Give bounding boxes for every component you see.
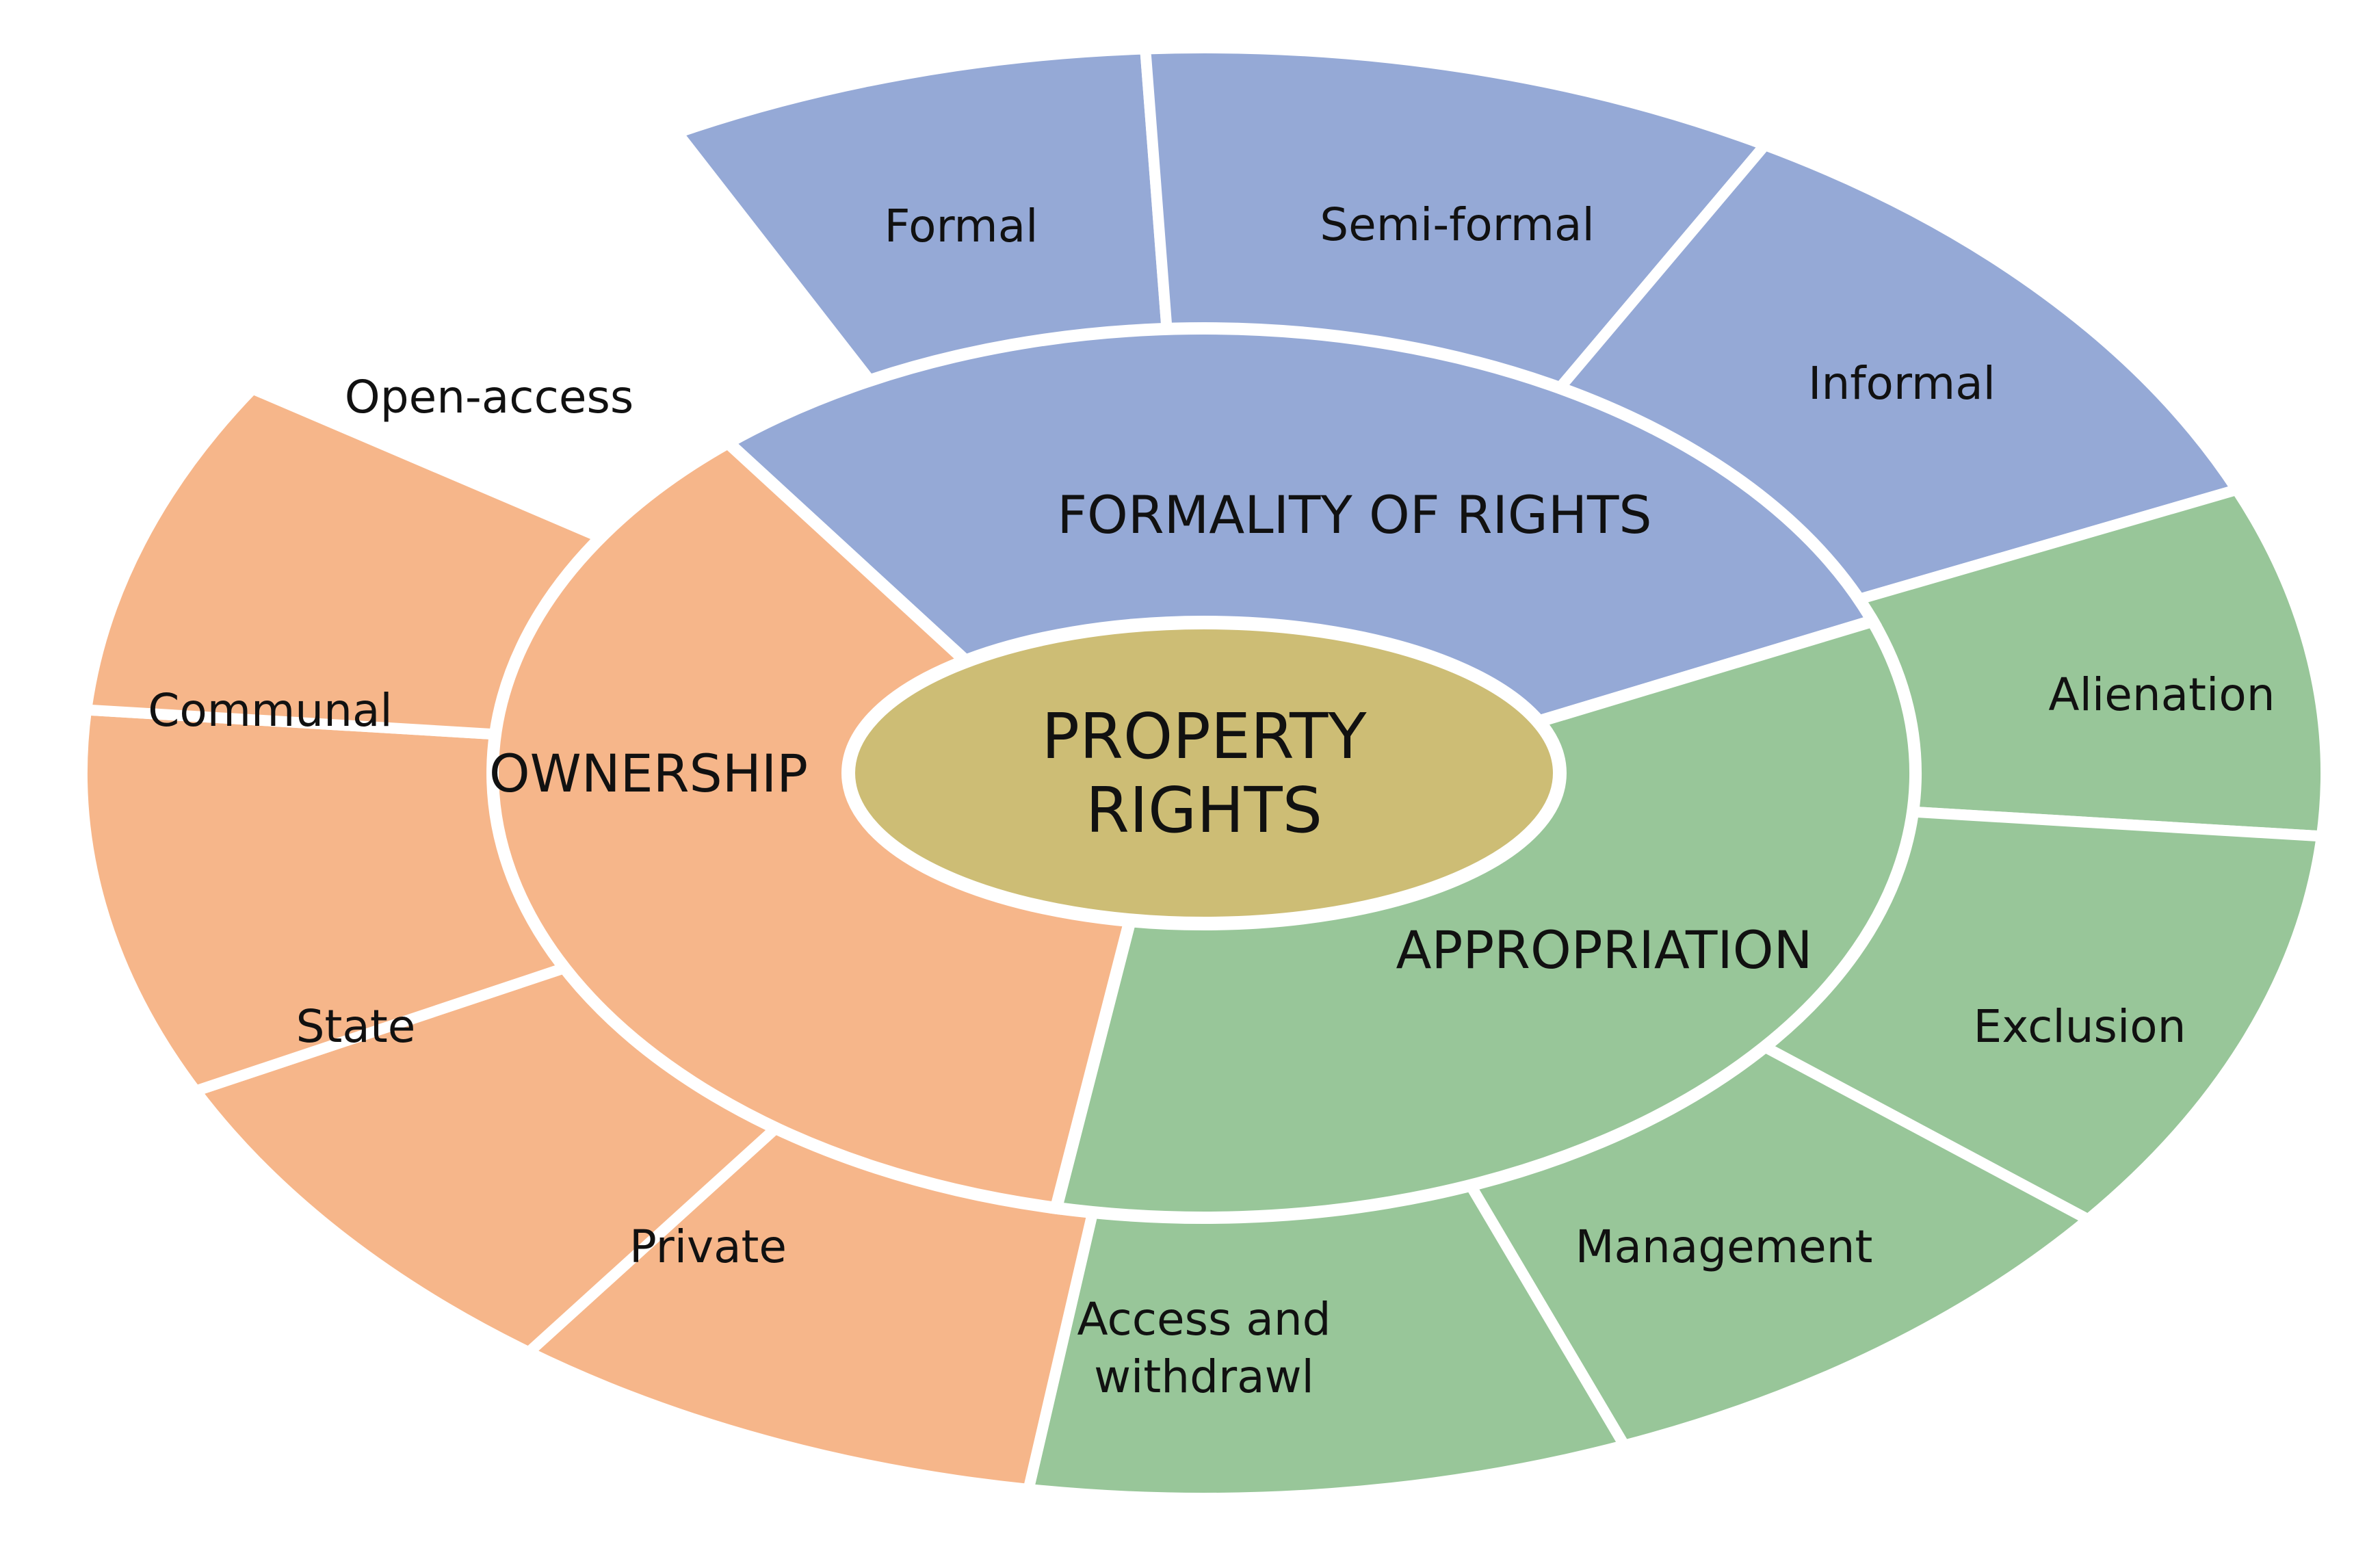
outer-ring [77,42,2332,1504]
label-semi-formal-line-1: Semi-formal [1320,198,1595,251]
label-alienation: Alienation [2048,668,2275,721]
label-alienation-line-1: Alienation [2048,668,2275,721]
center-ellipse-group [841,616,1567,930]
center-title-line-1: PROPERTY [1041,700,1367,773]
label-private-line-1: Private [629,1220,787,1273]
label-informal-line-1: Informal [1808,357,1996,410]
category-label-ownership-line-1: OWNERSHIP [489,743,808,804]
middle-ring [486,322,1922,1224]
center-ellipse [841,616,1567,930]
label-communal: Communal [148,684,393,737]
label-state-line-1: State [296,1000,416,1053]
label-state: State [296,1000,416,1053]
label-exclusion-line-1: Exclusion [1974,1000,2186,1053]
label-communal-line-1: Communal [148,684,393,737]
label-access-and-withdrawl-line-1: Access and [1077,1293,1331,1346]
label-semi-formal: Semi-formal [1320,198,1595,251]
label-informal: Informal [1808,357,1996,410]
category-label-formality-of-rights: FORMALITY OF RIGHTS [1057,484,1651,545]
label-formal: Formal [884,200,1038,252]
center-title-line-2: RIGHTS [1086,774,1322,847]
category-label-appropriation: APPROPRIATION [1396,919,1813,980]
label-open-access: Open-access [345,371,634,423]
label-open-access-line-1: Open-access [345,371,634,423]
category-label-ownership: OWNERSHIP [489,743,808,804]
label-access-and-withdrawl-line-2: withdrawl [1094,1350,1314,1403]
category-label-appropriation-line-1: APPROPRIATION [1396,919,1813,980]
label-private: Private [629,1220,787,1273]
label-exclusion: Exclusion [1974,1000,2186,1053]
category-label-formality-of-rights-line-1: FORMALITY OF RIGHTS [1057,484,1651,545]
label-management: Management [1575,1220,1873,1273]
label-formal-line-1: Formal [884,200,1038,252]
label-management-line-1: Management [1575,1220,1873,1273]
